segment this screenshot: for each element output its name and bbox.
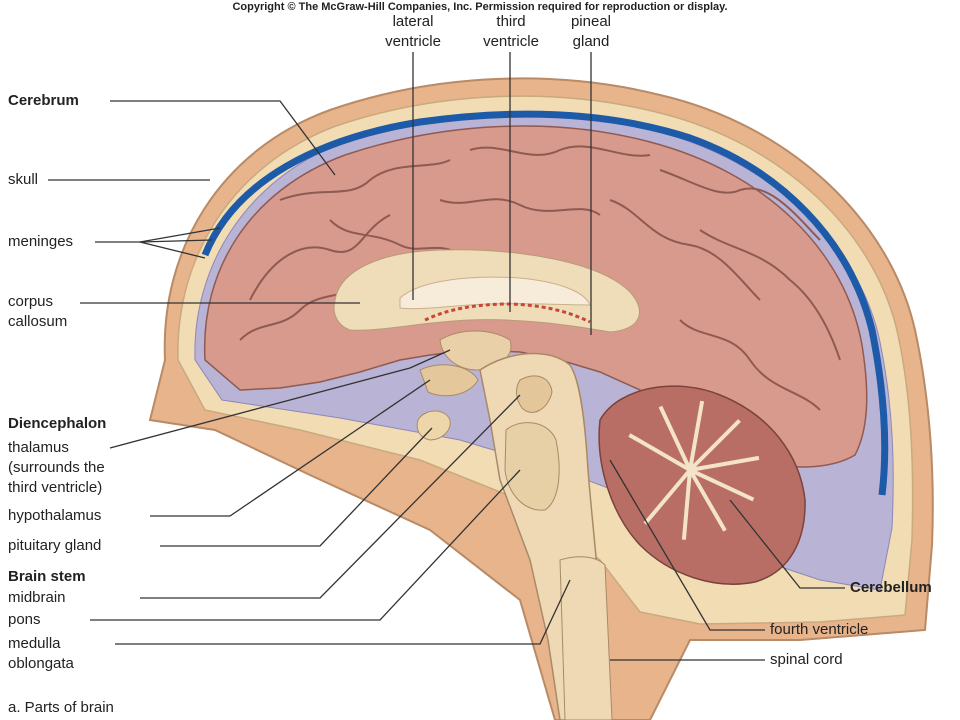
gyrus-line: [659, 169, 821, 241]
label-diencephalon: Diencephalon: [8, 415, 107, 432]
pituitary-shape: [416, 410, 451, 441]
label-corpus-callosum: corpus callosum: [8, 293, 68, 330]
leader-line: [150, 379, 431, 517]
gyrus-line: [329, 219, 461, 256]
label-brain-stem: Brain stem: [8, 568, 86, 585]
label-medulla-oblongata: medulla oblongata: [8, 635, 74, 672]
arbor-vitae: [628, 400, 760, 540]
gyrus-line: [249, 214, 391, 301]
leader-line: [110, 100, 336, 176]
arbor-branch: [658, 405, 692, 471]
cerebellum-shape: [598, 385, 806, 585]
label-lateral-ventricle: lateral ventricle: [385, 13, 441, 50]
label-meninges: meninges: [8, 233, 74, 250]
hypothalamus-shape: [419, 364, 479, 397]
arbor-branch: [689, 468, 755, 502]
cerebrum-gyri: [239, 145, 841, 411]
spinal-cord-shape: [559, 556, 613, 720]
leader-line: [109, 349, 451, 449]
arbor-branch: [681, 469, 692, 540]
gyrus-line: [699, 229, 841, 361]
gyrus-line: [679, 319, 821, 411]
leader-lines: [48, 52, 845, 661]
label-pons: pons: [8, 611, 41, 628]
label-spinal-cord: spinal cord: [770, 651, 843, 668]
leader-line: [729, 499, 845, 589]
leader-line: [115, 579, 571, 645]
leader-line: [139, 239, 213, 243]
figure-caption: a. Parts of brain: [8, 699, 114, 716]
arbor-branch: [688, 419, 741, 472]
gyrus-line: [609, 199, 761, 301]
arbor-branch: [688, 469, 727, 532]
leader-line: [139, 241, 206, 259]
copyright-notice: Copyright © The McGraw-Hill Companies, I…: [232, 1, 728, 13]
label-pineal-gland: pineal gland: [570, 13, 612, 50]
arbor-branch: [688, 400, 705, 471]
gyrus-line: [439, 198, 601, 216]
label-third-ventricle: third ventricle: [483, 13, 539, 50]
leader-line: [90, 469, 521, 621]
label-fourth-ventricle: fourth ventricle: [770, 621, 869, 638]
leader-line: [160, 427, 433, 547]
label-skull: skull: [8, 171, 39, 188]
arbor-branch: [628, 433, 691, 472]
leader-line: [140, 394, 521, 599]
label-cerebrum: Cerebrum: [8, 92, 79, 109]
label-cerebellum: Cerebellum: [850, 579, 932, 596]
label-thalamus: thalamus (surrounds the third ventricle): [8, 439, 105, 496]
pons-shape: [504, 422, 560, 511]
dural-sinus: [201, 110, 889, 496]
label-hypothalamus: hypothalamus: [8, 507, 102, 524]
arbor-branch: [643, 468, 692, 525]
lateral-ventricle-shape: [399, 276, 591, 310]
gyrus-line: [469, 145, 651, 157]
label-midbrain: midbrain: [8, 589, 66, 606]
arbor-branch: [689, 455, 760, 472]
midbrain-shape: [516, 375, 553, 413]
leader-line: [609, 459, 765, 631]
label-pituitary-gland: pituitary gland: [8, 537, 102, 554]
gyrus-line: [279, 159, 451, 201]
